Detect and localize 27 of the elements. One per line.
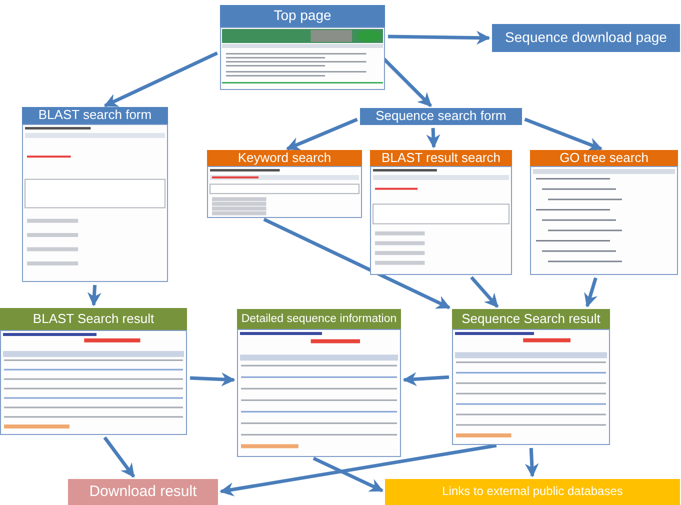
arrow (524, 118, 602, 151)
arrow (263, 218, 451, 310)
heading-band: BLAST Search result (0, 308, 187, 330)
arrow (87, 284, 102, 306)
heading-band: BLAST search form (22, 107, 168, 124)
arrow (103, 436, 136, 478)
heading-band: Sequence Search result (452, 309, 610, 329)
arrow (104, 51, 218, 108)
heading-band: Top page (220, 5, 385, 27)
heading-band: Sequence download page (492, 24, 680, 52)
arrow (388, 30, 490, 45)
heading-band: Links to external public databases (385, 479, 680, 505)
heading-band: Download result (68, 479, 218, 505)
arrow (286, 118, 358, 150)
arrow (402, 372, 450, 386)
arrow (470, 276, 499, 308)
arrow (190, 372, 236, 386)
arrow (426, 128, 440, 148)
heading-band: GO tree search (530, 150, 678, 166)
heading-band: Sequence search form (360, 108, 522, 125)
heading-band: Detailed sequence information (237, 309, 401, 329)
heading-band: BLAST result search (370, 150, 512, 166)
arrow (584, 277, 598, 308)
arrow (220, 444, 497, 496)
arrow (524, 448, 539, 478)
arrow (312, 456, 384, 492)
heading-band: Keyword search (207, 150, 362, 166)
